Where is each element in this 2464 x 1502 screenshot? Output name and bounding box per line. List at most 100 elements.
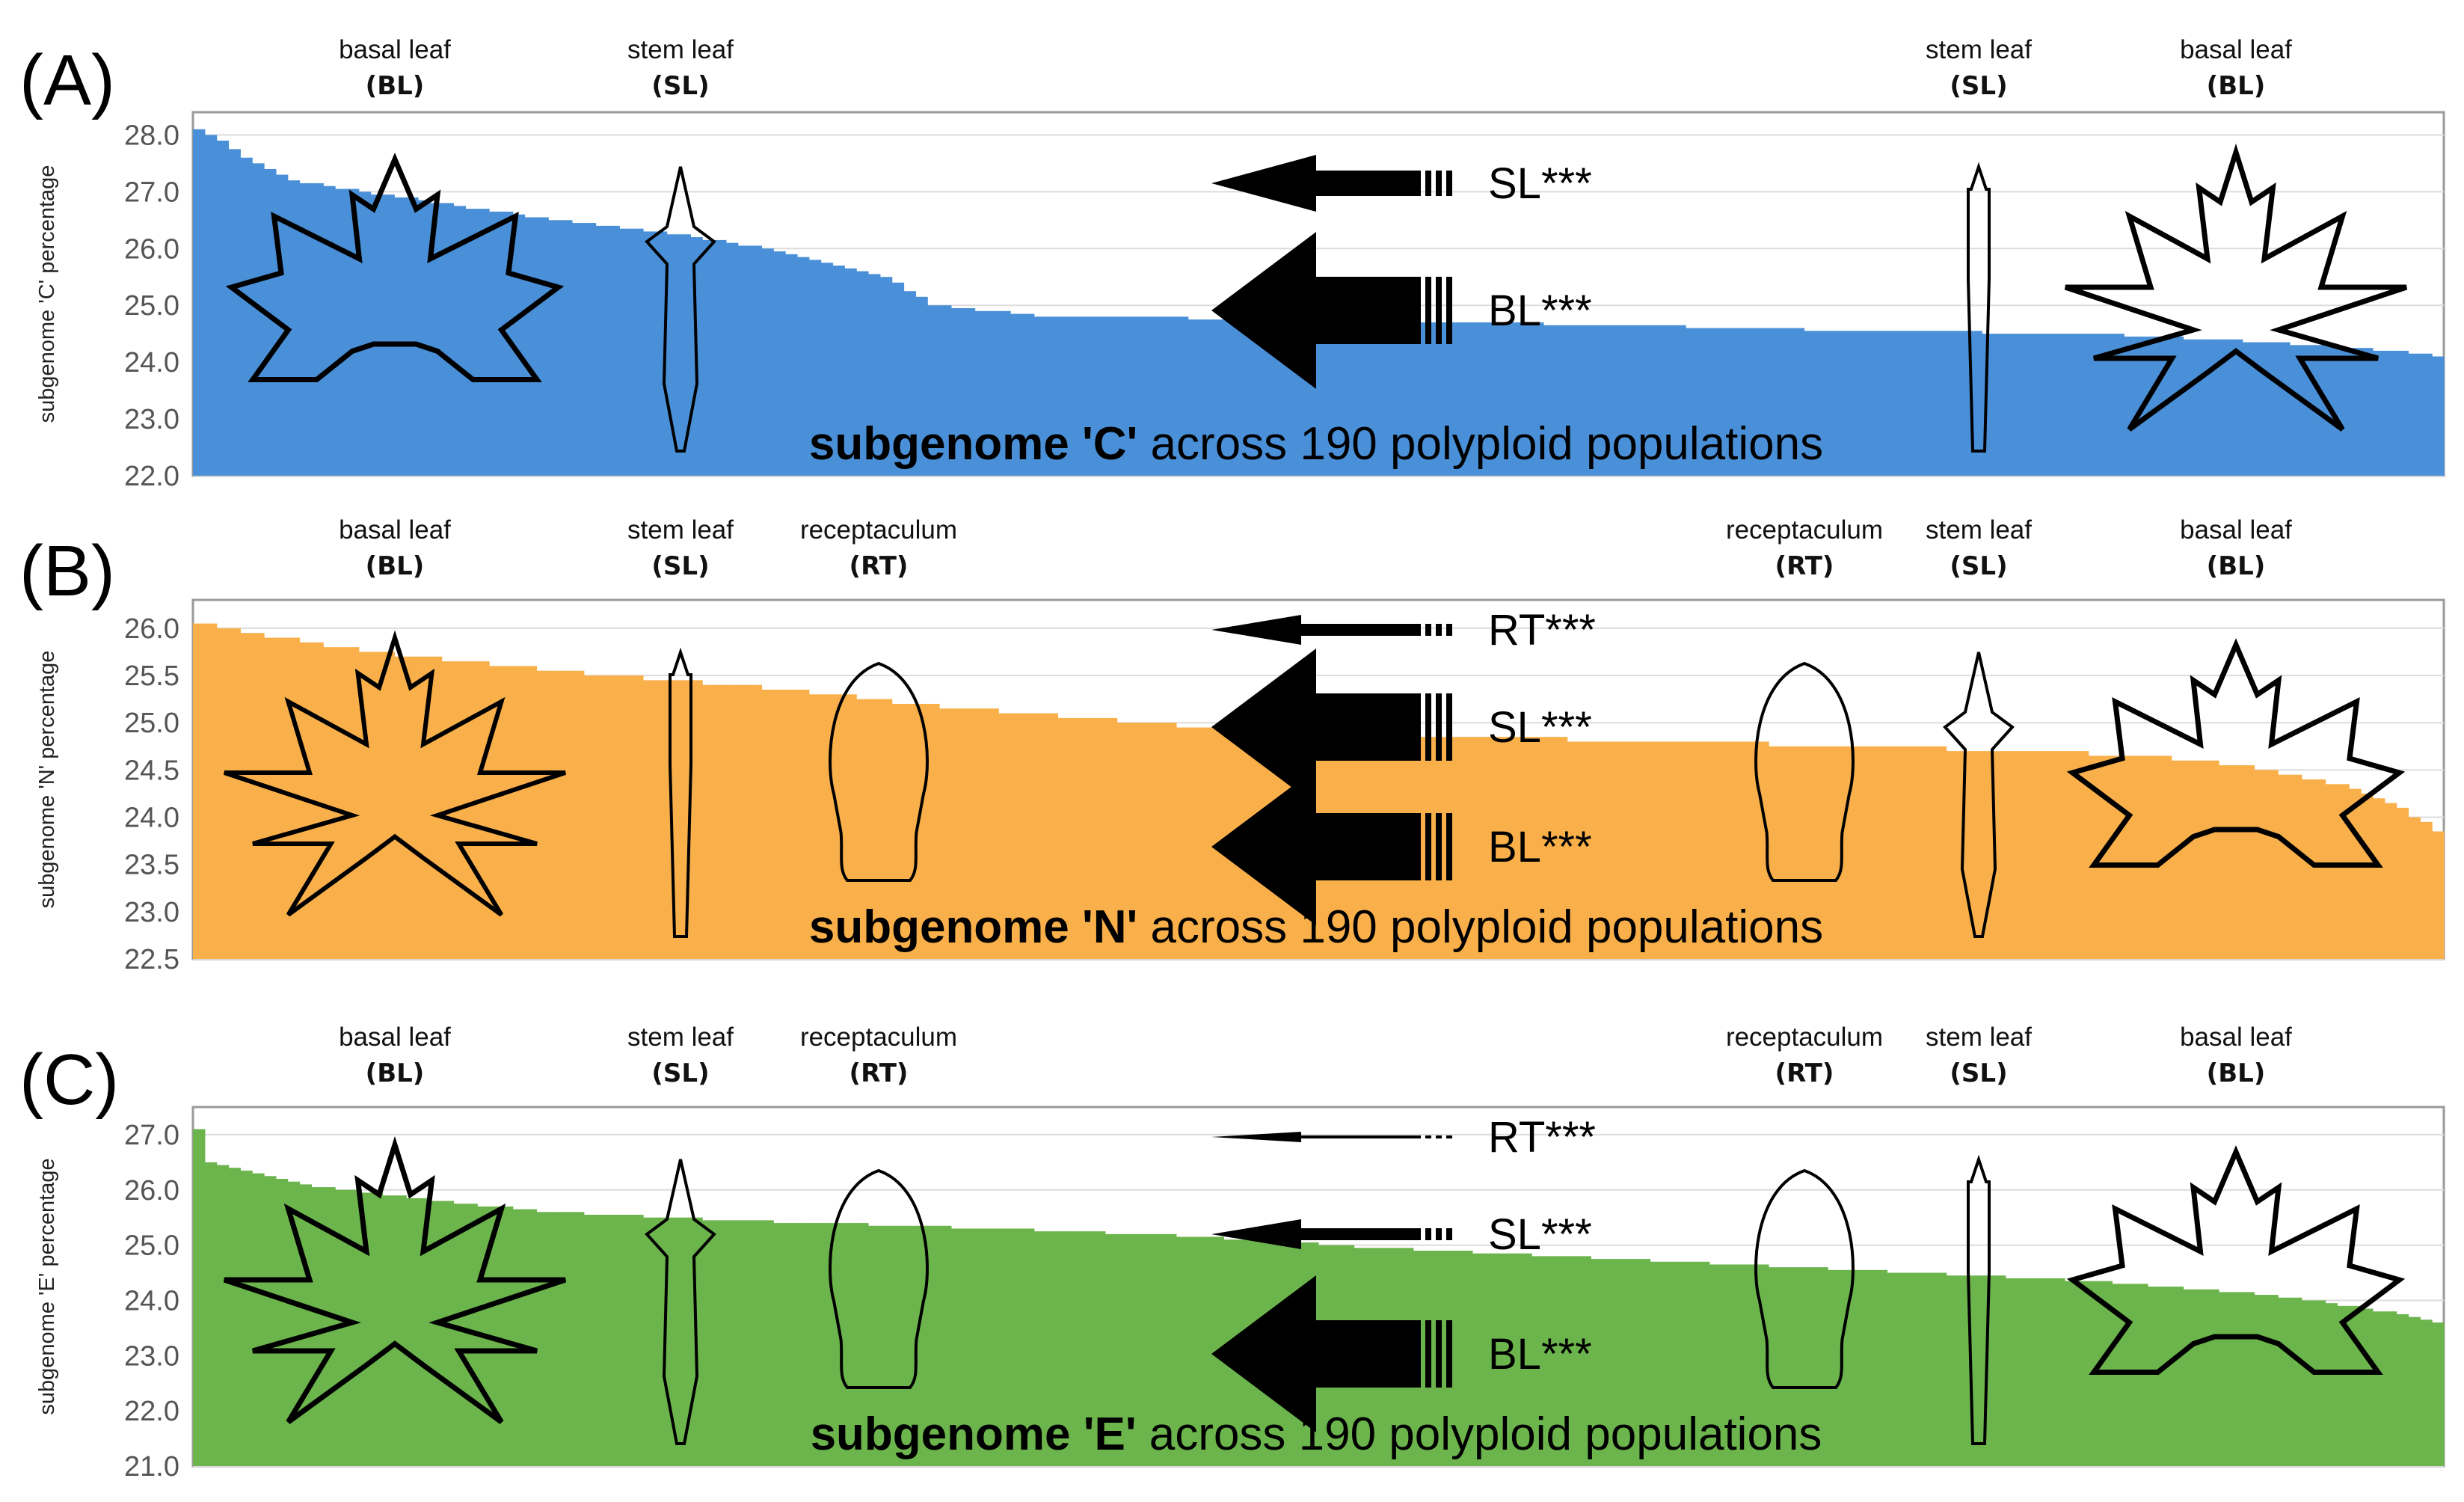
effect-arrows: SL***BL*** (1211, 155, 1592, 389)
bar (856, 271, 869, 476)
bar (1804, 331, 1816, 476)
bar (903, 1225, 916, 1466)
bar (370, 194, 384, 476)
bar (1460, 737, 1473, 959)
bar (1543, 737, 1556, 959)
receptaculum-shape (829, 1168, 929, 1389)
panel-caption: subgenome 'C' across 190 polyploid popul… (809, 418, 1823, 470)
bar (512, 214, 526, 476)
bar (1816, 1267, 1828, 1466)
bar (974, 310, 988, 476)
bar (1638, 325, 1651, 476)
bar (335, 188, 348, 476)
bar (560, 1212, 573, 1466)
bar (2076, 1281, 2089, 1466)
arrow-label: SL*** (1488, 159, 1592, 208)
bar (702, 1220, 715, 1466)
bar (1496, 1253, 1509, 1466)
panel-label: (A) (19, 40, 115, 120)
bar (512, 1209, 526, 1466)
bar (1247, 319, 1260, 476)
bar (1318, 319, 1331, 476)
bar (264, 168, 277, 476)
bar (714, 239, 727, 476)
bar (1603, 741, 1615, 959)
bar (2290, 1297, 2302, 1466)
arrow-tail-stripe (1436, 277, 1442, 344)
bar (299, 1184, 313, 1466)
panel-label: (B) (19, 531, 115, 611)
arrow-tail-stripe (1425, 693, 1431, 761)
bar (216, 140, 230, 476)
organ-name: receptaculum (800, 515, 957, 545)
basal-leaf-shape (2066, 1145, 2406, 1375)
bar (702, 239, 715, 476)
bar (595, 675, 609, 959)
stem-leaf-shape (645, 1159, 716, 1445)
bar (1887, 746, 1899, 959)
arrow (1211, 649, 1421, 806)
arrow-label: SL*** (1488, 1210, 1592, 1259)
bar (2242, 1292, 2255, 1466)
bar (2396, 350, 2409, 476)
bar (2136, 755, 2148, 959)
bar (2159, 1287, 2172, 1466)
bar (1674, 1261, 1686, 1466)
bar (986, 1228, 999, 1466)
bar (1093, 717, 1106, 959)
bar (1033, 1231, 1047, 1466)
bar (808, 1223, 822, 1466)
bar (287, 637, 301, 959)
bar (773, 251, 786, 476)
bar (2384, 1311, 2397, 1466)
arrow-tail-stripe (1436, 1228, 1442, 1240)
bar (915, 703, 928, 959)
bar (1235, 319, 1248, 476)
bar (583, 223, 597, 476)
effect-arrows: RT***SL***BL*** (1211, 1113, 1596, 1432)
bar (1733, 1264, 1745, 1466)
bar (2290, 345, 2302, 476)
bar (240, 1170, 253, 1466)
bar (1045, 316, 1059, 476)
bar (1330, 319, 1343, 476)
bar (1591, 1259, 1603, 1466)
organ-abbr: (BL) (2207, 71, 2266, 101)
bar (631, 1215, 644, 1466)
effect-arrows: RT***SL***BL*** (1211, 606, 1596, 925)
bar (524, 217, 538, 476)
bar (2266, 1295, 2279, 1466)
organ-name: basal leaf (2180, 35, 2292, 64)
bar (346, 188, 360, 476)
bar (2301, 1300, 2314, 1466)
bar (489, 211, 502, 476)
bar (1911, 1272, 1923, 1466)
bar (643, 231, 656, 476)
organ-abbr: (RT) (850, 551, 909, 581)
y-tick-label: 26.0 (124, 1175, 179, 1207)
bar (2065, 751, 2077, 959)
bar (1448, 737, 1461, 959)
bar (1650, 325, 1663, 476)
bar (1851, 746, 1864, 959)
bar (891, 1225, 905, 1466)
bar (1911, 331, 1923, 476)
bar (1899, 1272, 1911, 1466)
basal-leaf-shape (2064, 143, 2408, 432)
arrow (1211, 615, 1421, 645)
arrow-tail-stripe (1436, 1320, 1442, 1388)
bar (832, 266, 845, 476)
bar (2207, 1289, 2219, 1466)
caption-bold: subgenome 'N' (809, 901, 1137, 953)
y-tick-label: 23.0 (124, 1340, 179, 1372)
bar (370, 1192, 384, 1466)
basal-leaf-shape (224, 630, 566, 917)
caption-rest: across 190 polyploid populations (1137, 418, 1823, 470)
bar (1567, 741, 1580, 959)
bar (950, 1228, 964, 1466)
bar (1484, 322, 1497, 476)
bar (1970, 751, 1982, 959)
bar (950, 708, 964, 959)
bar (950, 307, 964, 476)
y-tick-label: 28.0 (124, 120, 179, 151)
